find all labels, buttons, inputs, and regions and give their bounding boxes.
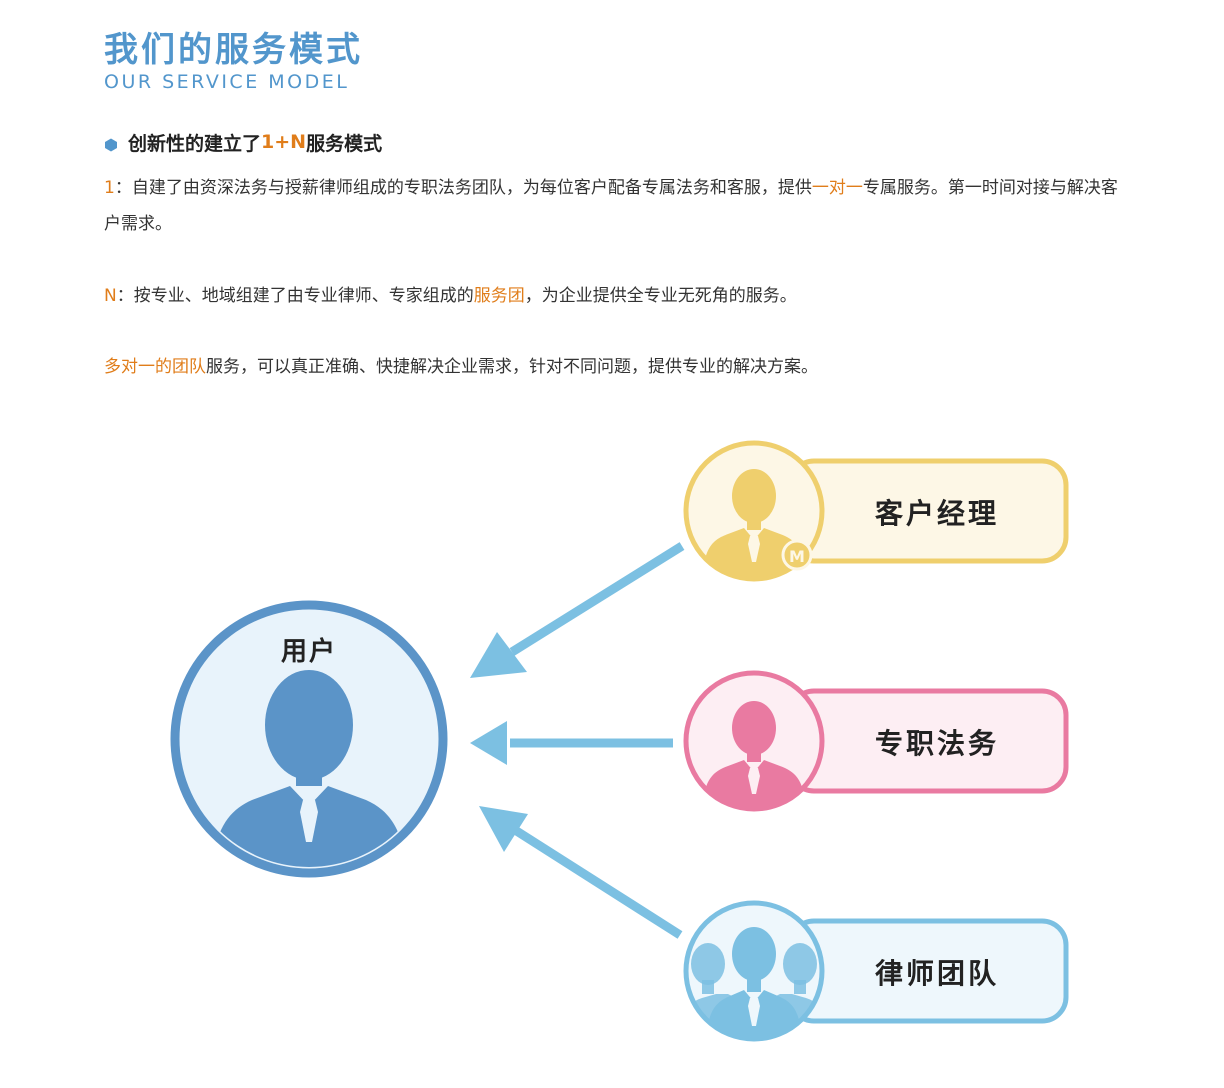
legal-node: 专职法务 — [683, 670, 1069, 812]
page-subtitle: OUR SERVICE MODEL — [104, 71, 350, 93]
paragraph-team-service: 多对一的团队服务，可以真正准确、快捷解决企业需求，针对不同问题，提供专业的解决方… — [104, 349, 1124, 385]
manager-badge-icon: M — [781, 539, 813, 571]
paragraph-key-n: N — [104, 286, 117, 306]
team-node: 律师团队 — [683, 900, 1069, 1042]
arrow-team-to-user — [479, 806, 683, 939]
team-label: 律师团队 — [875, 957, 999, 990]
paragraph-highlight: 多对一的团队 — [104, 357, 206, 377]
paragraph-colon: ： — [116, 286, 134, 306]
team-avatar-icon — [688, 927, 820, 1037]
paragraph-text: 服务，可以真正准确、快捷解决企业需求，针对不同问题，提供专业的解决方案。 — [206, 357, 818, 377]
paragraph-one-model: 1：自建了由资深法务与授薪律师组成的专职法务团队，为每位客户配备专属法务和客服，… — [104, 170, 1124, 242]
user-avatar-icon — [208, 670, 410, 867]
manager-node: M 客户经理 — [683, 440, 1069, 582]
heading-highlight: 1+N — [261, 131, 307, 153]
legal-label: 专职法务 — [875, 727, 999, 760]
paragraph-text: 按专业、地域组建了由专业律师、专家组成的 — [133, 286, 474, 306]
paragraph-text: 专属服务。第一时间对接与解决客户需求。 — [104, 178, 1118, 234]
heading-suffix: 服务模式 — [306, 132, 383, 155]
arrow-manager-to-user — [470, 542, 685, 678]
heading-prefix: 创新性的建立了 — [128, 132, 262, 155]
arrow-legal-to-user — [470, 721, 673, 765]
user-node: 用户 — [170, 600, 448, 878]
paragraph-colon: ： — [114, 178, 132, 198]
paragraph-highlight: 服务团 — [473, 286, 525, 306]
paragraph-highlight: 一对一 — [811, 178, 863, 198]
paragraph-n-model: N：按专业、地域组建了由专业律师、专家组成的服务团，为企业提供全专业无死角的服务… — [104, 278, 1124, 314]
manager-badge-text: M — [789, 547, 805, 566]
manager-label: 客户经理 — [875, 497, 999, 530]
paragraph-text: 自建了由资深法务与授薪律师组成的专职法务团队，为每位客户配备专属法务和客服，提供 — [131, 178, 812, 198]
user-label: 用户 — [281, 636, 337, 667]
manager-avatar-icon — [702, 469, 806, 577]
paragraph-key-1: 1 — [104, 178, 115, 198]
paragraph-text: ，为企业提供全专业无死角的服务。 — [524, 286, 797, 306]
legal-avatar-icon — [702, 701, 806, 807]
page-title: 我们的服务模式 — [104, 30, 363, 70]
hexagon-bullet-icon — [104, 135, 118, 152]
